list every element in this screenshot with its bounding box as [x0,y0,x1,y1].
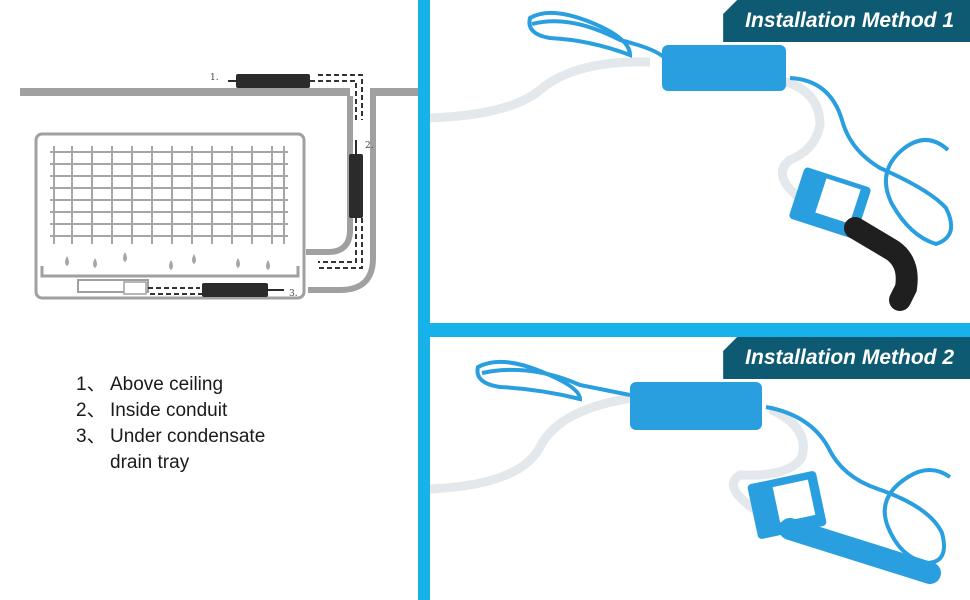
legend-number: 1、 [76,374,106,395]
pump-position-3 [202,283,268,297]
legend-item: 1、 Above ceiling [76,372,265,398]
pump-body [630,382,762,430]
pump-position-1 [236,74,310,88]
drain-tray [40,266,300,278]
panel-divider-vertical [418,0,430,600]
installation-legend: 1、 Above ceiling 2、 Inside conduit 3、 Un… [76,372,265,476]
legend-number: 3、 [76,426,106,447]
panel-divider-horizontal [430,323,970,337]
installation-diagram-panel: 1. 2. 3. 1、 Above ceiling 2、 Inside cond… [0,0,418,600]
ac-unit-diagram: 1. 2. 3. [20,73,418,300]
method-1-title: Installation Method 1 [723,0,970,42]
legend-text: Under condensate [110,426,266,447]
condensate-droplets [65,252,270,270]
diagram-mark-1: 1. [210,73,219,83]
evaporator-coil-grid [50,146,288,244]
ceiling-line [20,88,350,96]
method-2-title: Installation Method 2 [723,337,970,379]
legend-number: 2、 [76,400,106,421]
legend-item-continued: drain tray [76,450,265,476]
pump-body [662,45,786,91]
installation-method-1-panel: Installation Method 1 [430,0,970,323]
legend-text: drain tray [110,452,190,473]
legend-text: Above ceiling [110,374,224,395]
power-cable [527,10,668,62]
pump-photo-method-2 [430,359,952,584]
legend-item: 2、 Inside conduit [76,398,265,424]
drain-extension-tube [779,518,941,584]
indoor-unit-outline [34,132,306,300]
legend-item: 3、 Under condensate [76,424,265,450]
legend-text: Inside conduit [110,400,228,421]
pump-position-2 [349,154,363,218]
installation-method-2-panel: Installation Method 2 [430,337,970,600]
diagram-mark-3: 3. [289,289,298,299]
pump-photo-method-1 [430,10,954,311]
drain-elbow [844,217,918,311]
power-cable [475,359,631,402]
ceiling-line-right [370,88,418,96]
diagram-mark-2: 2. [365,141,374,151]
